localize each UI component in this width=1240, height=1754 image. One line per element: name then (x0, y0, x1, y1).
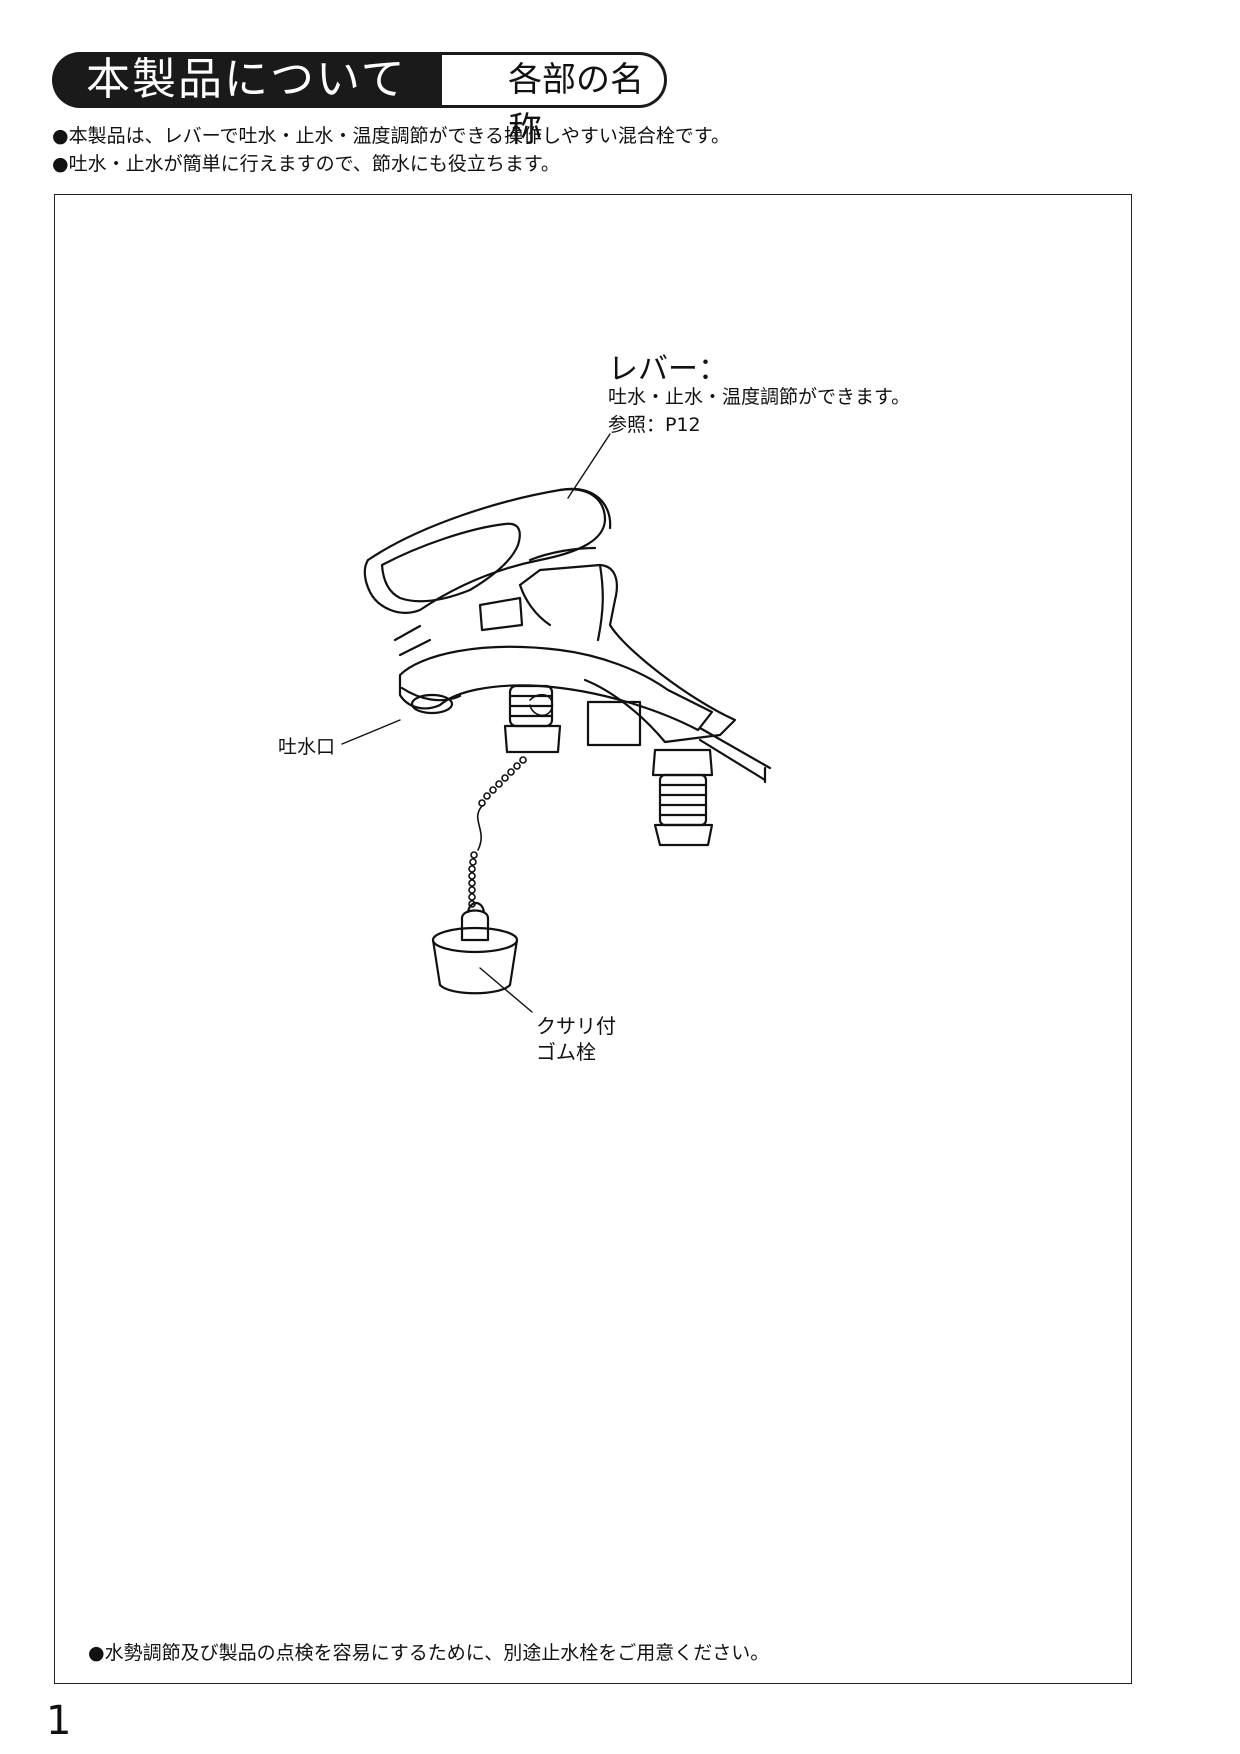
stopper-label-line1: クサリ付 (536, 1014, 616, 1038)
footnote: ●水勢調節及び製品の点検を容易にするために、別途止水栓をご用意ください。 (88, 1642, 770, 1664)
intro-text: ●本製品は、レバーで吐水・止水・温度調節ができる操作しやすい混合栓です。 ●吐水… (52, 122, 730, 178)
spout-label: 吐水口 (278, 736, 336, 758)
spout (398, 645, 714, 732)
lever-label-reference: 参照：P12 (608, 414, 701, 436)
supply-pipe-right (586, 700, 714, 847)
counter-edge (393, 624, 772, 784)
lever-label-description: 吐水・止水・温度調節ができます。 (608, 386, 911, 408)
section-title-bar: 本製品について 各部の名称 (52, 52, 672, 150)
diagram-frame (54, 194, 1132, 1684)
rubber-stopper (431, 901, 519, 995)
intro-line: ●吐水・止水が簡単に行えますので、節水にも役立ちます。 (52, 153, 560, 175)
lever-handle (363, 487, 612, 614)
page-number: 1 (46, 1698, 72, 1744)
supply-pipe-left (503, 684, 562, 754)
intro-line: ●本製品は、レバーで吐水・止水・温度調節ができる操作しやすい混合栓です。 (52, 125, 730, 147)
faucet-body (478, 563, 737, 744)
leader-lines (341, 433, 611, 1013)
section-subtitle: 各部の名称 (442, 52, 667, 150)
stopper-label-line2: ゴム栓 (536, 1040, 596, 1064)
section-title: 本製品について (52, 52, 442, 108)
lever-label-title: レバー： (608, 352, 728, 387)
